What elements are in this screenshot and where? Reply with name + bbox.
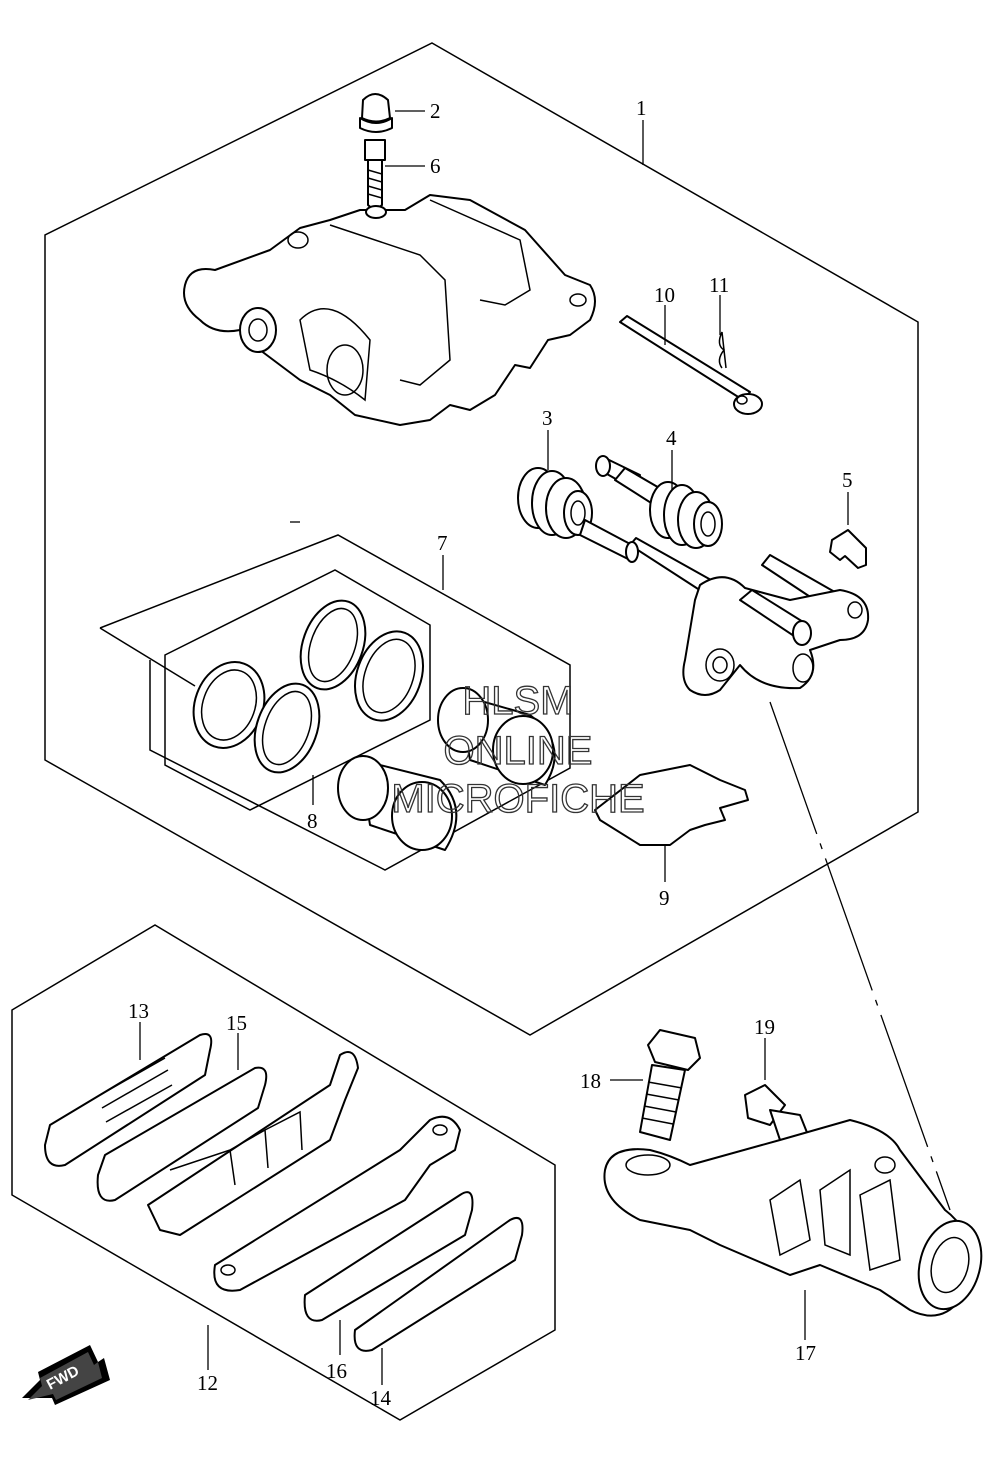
callout-19: 19 bbox=[754, 1015, 775, 1039]
seal-rings bbox=[192, 599, 424, 774]
bolt-19 bbox=[744, 1084, 809, 1141]
watermark-line-1: HLSM bbox=[462, 679, 573, 723]
callout-17: 17 bbox=[795, 1341, 816, 1365]
fwd-arrow-icon bbox=[22, 1345, 110, 1405]
callout-16: 16 bbox=[326, 1359, 347, 1383]
watermark-line-2: ONLINE bbox=[444, 729, 593, 773]
callout-18: 18 bbox=[580, 1069, 601, 1093]
callout-9: 9 bbox=[659, 886, 670, 910]
shim-14 bbox=[353, 1216, 524, 1352]
callout-5: 5 bbox=[842, 468, 853, 492]
pad-pin bbox=[619, 315, 763, 415]
clip-5 bbox=[829, 529, 867, 569]
callout-3: 3 bbox=[542, 406, 553, 430]
callout-numbers: 1 2 3 4 5 6 7 8 9 10 11 12 13 14 15 16 1… bbox=[128, 96, 853, 1410]
callout-13: 13 bbox=[128, 999, 149, 1023]
callout-8: 8 bbox=[307, 809, 318, 833]
watermark: HLSM ONLINE MICROFICHE bbox=[391, 678, 646, 821]
pin-clip bbox=[718, 331, 727, 369]
callout-6: 6 bbox=[430, 154, 441, 178]
callout-14: 14 bbox=[370, 1386, 392, 1410]
shim-15 bbox=[96, 1066, 268, 1202]
pad-upper bbox=[147, 1051, 359, 1236]
bracket-17 bbox=[603, 1119, 983, 1317]
pad-kit-12-outline bbox=[11, 924, 556, 1421]
pistons bbox=[337, 687, 556, 851]
callout-12: 12 bbox=[197, 1371, 218, 1395]
caliper-bracket bbox=[579, 519, 870, 696]
watermark-line-3: MICROFICHE bbox=[391, 777, 644, 821]
callout-15: 15 bbox=[226, 1011, 247, 1035]
bleeder-cap bbox=[359, 93, 393, 133]
callout-4: 4 bbox=[666, 426, 677, 450]
callout-7: 7 bbox=[437, 531, 448, 555]
pad-lower bbox=[213, 1115, 461, 1292]
callout-10: 10 bbox=[654, 283, 675, 307]
kit-7-box bbox=[99, 534, 571, 871]
leader-lines bbox=[139, 110, 951, 1385]
pad-spring-9 bbox=[594, 764, 749, 846]
callout-1: 1 bbox=[636, 96, 647, 120]
shim-13 bbox=[44, 1033, 213, 1167]
boot-3 bbox=[517, 467, 593, 539]
caliper-body bbox=[183, 194, 596, 426]
shim-16 bbox=[303, 1191, 474, 1322]
callout-2: 2 bbox=[430, 99, 441, 123]
callout-11: 11 bbox=[709, 273, 729, 297]
bolt-18 bbox=[639, 1029, 701, 1141]
bleeder-screw bbox=[364, 139, 386, 210]
boot-4 bbox=[649, 481, 723, 549]
assembly-1-outline bbox=[44, 42, 919, 1036]
